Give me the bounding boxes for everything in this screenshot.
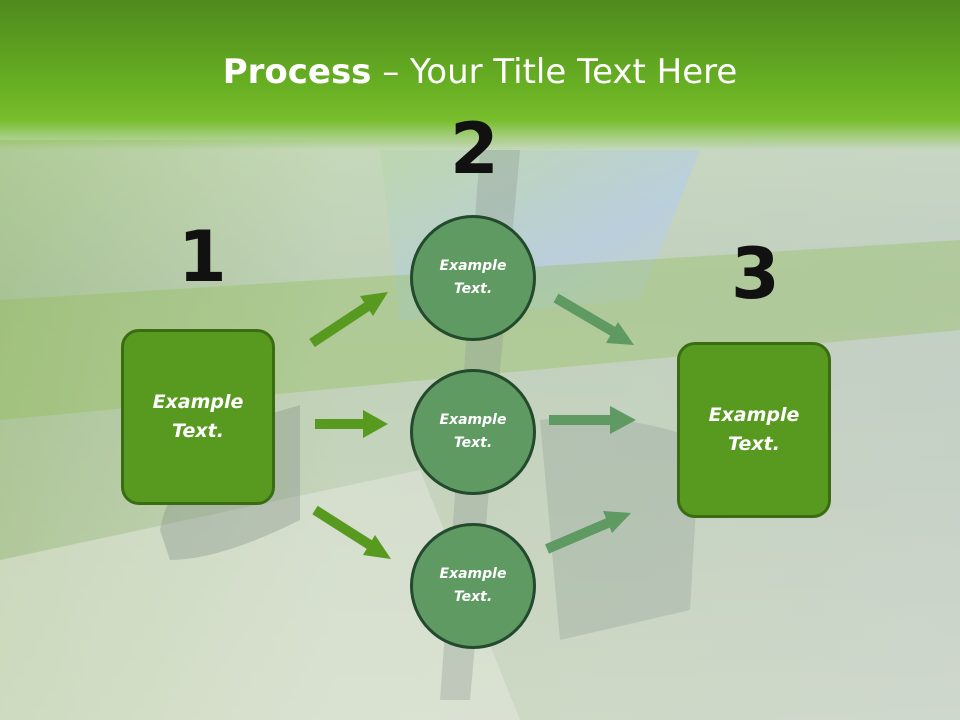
step-box-3-line1: Example (708, 404, 800, 426)
step-number-3: 3 (731, 233, 780, 315)
process-circle-bottom-line1: Example (439, 566, 507, 582)
arrow-circle-bottom-to-box3 (545, 511, 631, 554)
arrow-box1-to-circle-bottom (312, 505, 391, 559)
process-circle-top-line1: Example (439, 258, 507, 274)
slide-title: Process – Your Title Text Here (0, 52, 960, 92)
process-circle-middle-line1: Example (439, 412, 507, 428)
arrow-circle-top-to-box3 (553, 293, 634, 345)
process-circle-middle-line2: Text. (453, 435, 493, 451)
arrow-box1-to-circle-top (309, 292, 388, 348)
process-circle-top-line2: Text. (453, 281, 493, 297)
step-box-3-line2: Text. (728, 433, 780, 455)
step-box-1-line1: Example (152, 391, 244, 413)
arrow-circle-mid-to-box3 (549, 406, 636, 434)
step-number-2: 2 (450, 108, 499, 190)
header-band (0, 0, 960, 150)
title-rest: – Your Title Text Here (371, 52, 738, 92)
step-number-1: 1 (178, 216, 227, 298)
process-circle-bottom-line2: Text. (453, 589, 493, 605)
arrow-box1-to-circle-mid (315, 410, 388, 438)
step-box-1-line2: Text. (172, 420, 224, 442)
title-strong: Process (222, 52, 372, 92)
